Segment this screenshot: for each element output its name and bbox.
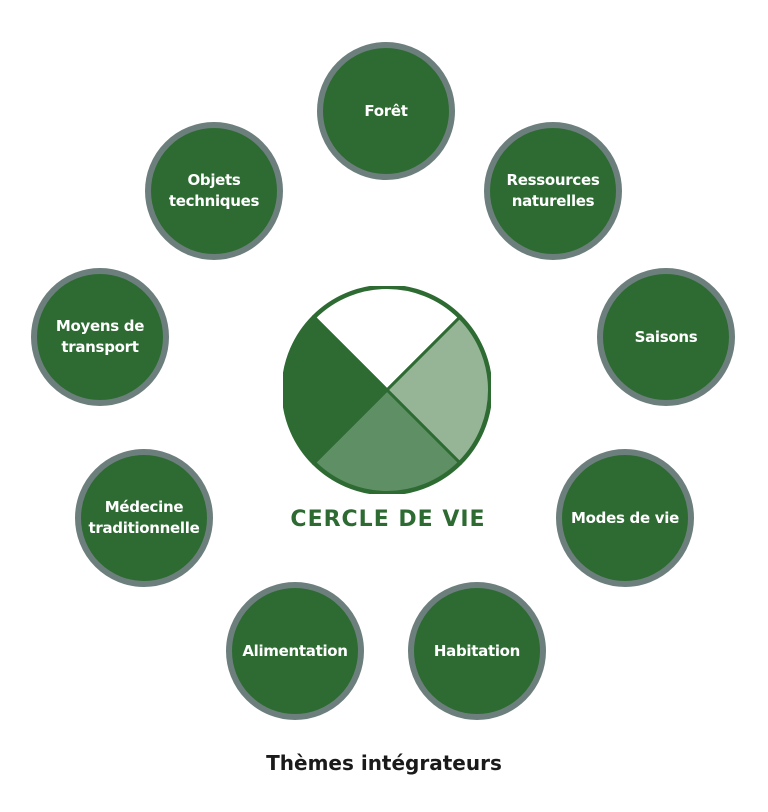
theme-label: Médecine traditionnelle <box>88 498 200 537</box>
theme-label: Saisons <box>634 327 698 346</box>
theme-label: Objets techniques <box>168 171 260 210</box>
theme-moyens-de-transport[interactable]: Moyens de transport <box>31 268 169 406</box>
theme-foret[interactable]: Forêt <box>317 42 455 180</box>
theme-objets-techniques[interactable]: Objets techniques <box>145 122 283 260</box>
diagram-caption: Thèmes intégrateurs <box>266 751 502 775</box>
theme-habitation[interactable]: Habitation <box>408 582 546 720</box>
theme-alimentation[interactable]: Alimentation <box>226 582 364 720</box>
theme-label: Moyens de transport <box>55 317 145 356</box>
theme-label: Ressources naturelles <box>506 171 600 210</box>
theme-ressources-naturelles[interactable]: Ressources naturelles <box>484 122 622 260</box>
theme-modes-de-vie[interactable]: Modes de vie <box>556 449 694 587</box>
center-label: CERCLE DE VIE <box>290 507 486 532</box>
cercle-de-vie-wheel <box>283 286 491 494</box>
theme-medecine-traditionnelle[interactable]: Médecine traditionnelle <box>75 449 213 587</box>
theme-label: Modes de vie <box>571 508 679 527</box>
theme-saisons[interactable]: Saisons <box>597 268 735 406</box>
theme-label: Forêt <box>364 101 408 120</box>
theme-label: Alimentation <box>242 641 348 660</box>
theme-label: Habitation <box>433 641 521 660</box>
wheel-outline <box>283 286 491 494</box>
